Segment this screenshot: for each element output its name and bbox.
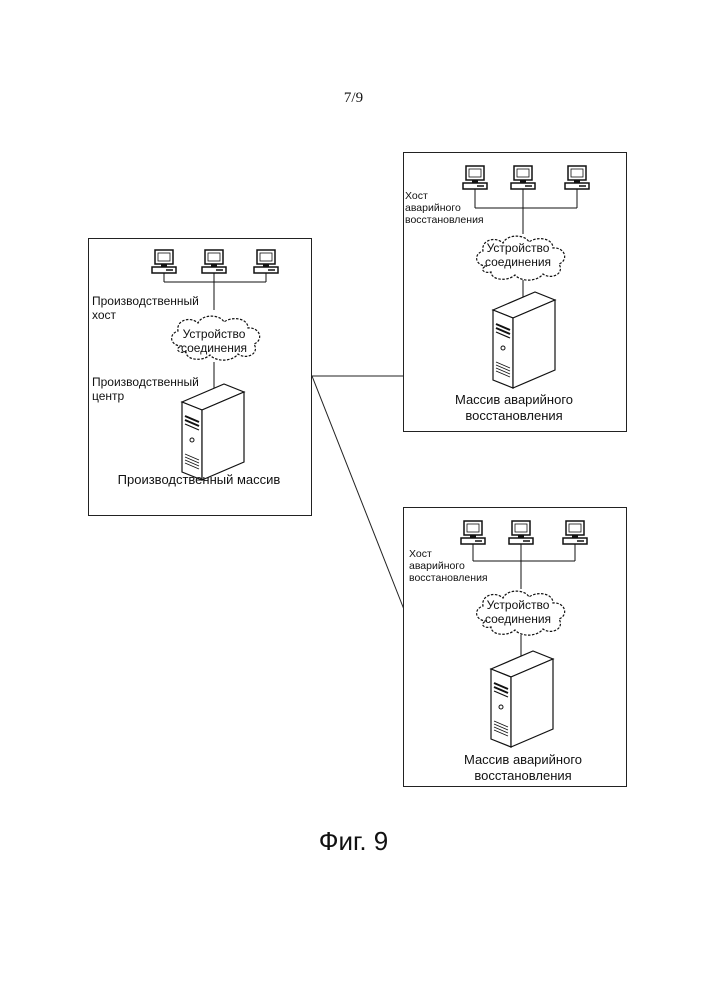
server-icon: [493, 292, 555, 388]
production-array-label: Производственный массив: [88, 472, 310, 488]
dr-top-connection-device-label: Устройство соединения: [472, 241, 564, 269]
link-to-bottom-dr-site: [312, 376, 405, 612]
computer-icon: [509, 521, 533, 544]
computer-icon: [463, 166, 487, 189]
dr-top-host-label: Хост аварийного восстановления: [405, 190, 484, 226]
computer-icon: [254, 250, 278, 273]
dr-bottom-array-label: Массив аварийного восстановления: [403, 752, 643, 784]
computer-icon: [152, 250, 176, 273]
dr-bottom-host-label: Хост аварийного восстановления: [409, 548, 488, 584]
production-connection-device-label: Устройство соединения: [168, 327, 260, 355]
computer-icon: [511, 166, 535, 189]
computer-icon: [461, 521, 485, 544]
figure-caption: Фиг. 9: [0, 826, 707, 857]
dr-top-array-label: Массив аварийного восстановления: [403, 392, 625, 424]
production-host-label: Производственный хост: [92, 294, 199, 322]
computer-icon: [202, 250, 226, 273]
server-icon: [491, 651, 553, 747]
dr-bottom-connection-device-label: Устройство соединения: [472, 598, 564, 626]
production-center-label: Производственный центр: [92, 375, 199, 403]
computer-icon: [565, 166, 589, 189]
computer-icon: [563, 521, 587, 544]
